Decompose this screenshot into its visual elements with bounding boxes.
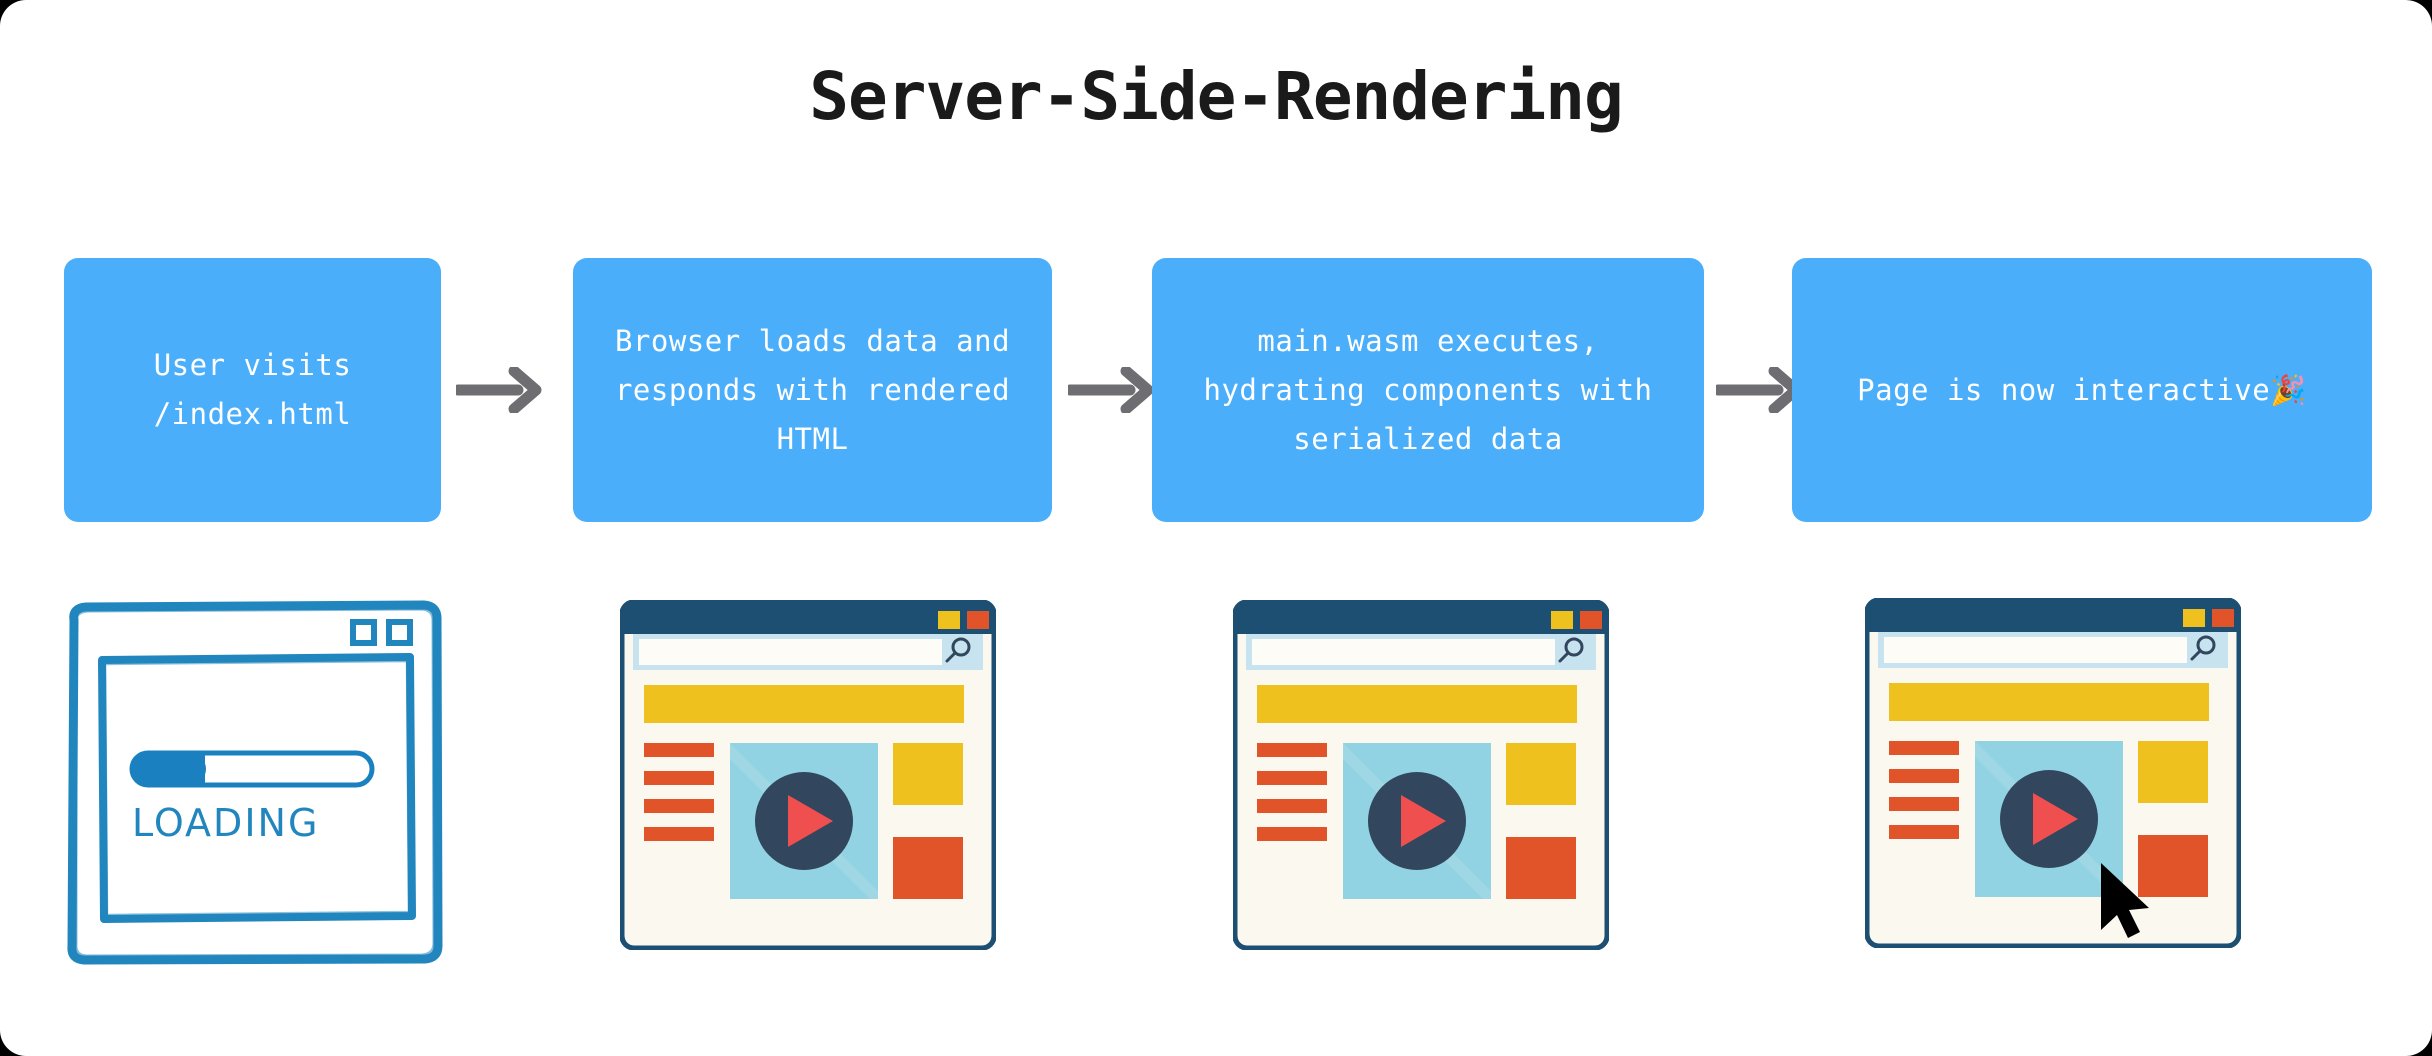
search-icon — [945, 637, 971, 663]
rendered-browser-illustration-1 — [619, 599, 997, 951]
mouse-cursor-icon — [2101, 863, 2149, 938]
flow-step-2[interactable]: Browser loads data and responds with ren… — [573, 258, 1052, 522]
interactive-browser-illustration — [1864, 597, 2242, 949]
url-input — [1884, 637, 2187, 663]
window-minimize-icon — [1551, 611, 1573, 629]
flow-step-4-label: Page is now interactive — [1857, 372, 2271, 407]
banner-block — [1889, 683, 2209, 721]
party-popper-icon: 🎉 — [2270, 372, 2307, 407]
flow-step-3-label: main.wasm executes, hydrating components… — [1203, 323, 1653, 456]
window-close-icon — [1580, 611, 1602, 629]
window-minimize-icon — [938, 611, 960, 629]
play-triangle — [788, 795, 833, 847]
tile-yellow — [893, 743, 963, 805]
flow-step-1[interactable]: User visits /index.html — [64, 258, 441, 522]
rendered-browser-illustration-2 — [1232, 599, 1610, 951]
play-triangle — [1401, 795, 1446, 847]
url-input — [639, 639, 942, 665]
banner-block — [1257, 685, 1577, 723]
tile-yellow — [2138, 741, 2208, 803]
flow-step-3[interactable]: main.wasm executes, hydrating components… — [1152, 258, 1704, 522]
banner-block — [644, 685, 964, 723]
window-close-icon — [2212, 609, 2234, 627]
loading-label: LOADING — [132, 801, 319, 845]
arrow-right-icon-3 — [1716, 367, 1802, 413]
loading-browser-illustration: LOADING — [60, 598, 450, 968]
window-minimize-icon — [2183, 609, 2205, 627]
illustration-row: LOADING — [0, 590, 2432, 970]
play-triangle — [2033, 793, 2078, 845]
tile-yellow — [1506, 743, 1576, 805]
text-lines — [1257, 743, 1327, 841]
search-icon — [2190, 635, 2216, 661]
search-icon — [1558, 637, 1584, 663]
flow-step-4[interactable]: Page is now interactive 🎉 — [1792, 258, 2372, 522]
tile-orange — [893, 837, 963, 899]
arrow-right-icon-1 — [456, 367, 542, 413]
page-title: Server-Side-Rendering — [809, 58, 1623, 135]
flow-row: User visits /index.html Browser loads da… — [0, 258, 2432, 522]
window-close-icon — [967, 611, 989, 629]
text-lines — [1889, 741, 1959, 839]
tile-orange — [2138, 835, 2208, 897]
flow-step-1-label: User visits /index.html — [153, 348, 352, 431]
arrow-right-icon-2 — [1068, 367, 1154, 413]
text-lines — [644, 743, 714, 841]
url-input — [1252, 639, 1555, 665]
flow-step-2-label: Browser loads data and responds with ren… — [614, 323, 1011, 456]
tile-orange — [1506, 837, 1576, 899]
